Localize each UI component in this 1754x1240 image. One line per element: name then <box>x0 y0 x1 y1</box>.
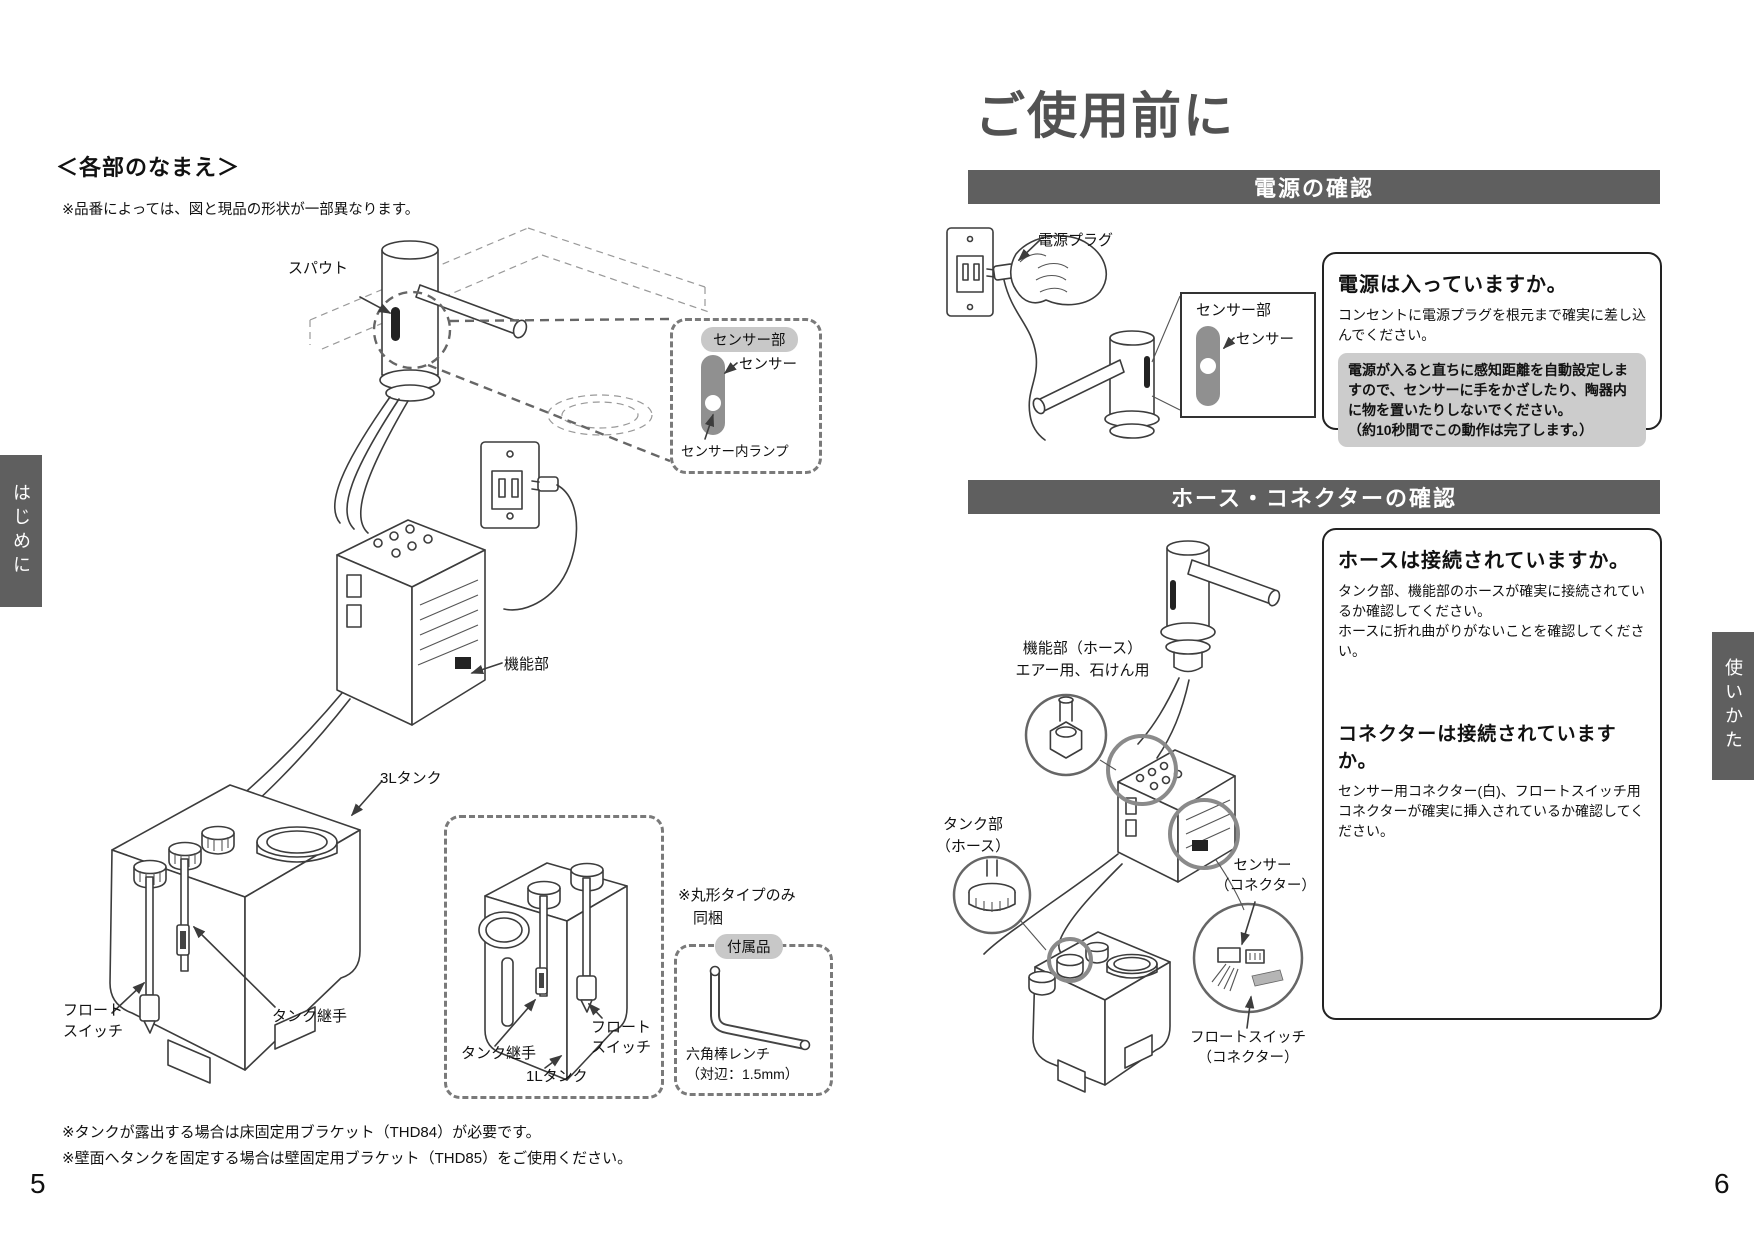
tank-1l-joint-label: タンク継手 <box>461 1045 537 1062</box>
connector-check-body: センサー用コネクター(白)、フロートスイッチ用コネクターが確実に挿入されているか… <box>1338 783 1645 839</box>
power-sensor-arrow <box>1222 336 1236 350</box>
connector-check-heading: コネクターは接続されていますか。 <box>1338 724 1617 772</box>
left-page-title: ＜各部のなまえ＞ <box>56 155 241 180</box>
function-unit-label: 機能部 <box>504 656 550 673</box>
sensor-lamp-dot <box>705 395 721 411</box>
tank-1l-float-label: フロート スイッチ <box>591 1019 652 1056</box>
power-check-box: 電源は入っていますか。 コンセントに電源プラグを根元まで確実に差し込んでください… <box>1322 252 1662 447</box>
power-plug-label: 電源プラグ <box>1038 232 1114 249</box>
tank-3l-label: 3Lタンク <box>380 770 442 787</box>
sensor-detail-arrows <box>704 362 738 440</box>
hose-check-body: タンク部、機能部のホースが確実に接続されているか確認してください。 ホースに折れ… <box>1338 583 1645 659</box>
page-number-left: 5 <box>30 1168 46 1199</box>
tank-1l-illustration <box>478 862 628 1081</box>
power-check-body: コンセントに電源プラグを根元まで確実に差し込んでください。 <box>1338 307 1646 343</box>
footnote-bracket-wall: ※壁面へタンクを固定する場合は壁固定用ブラケット（THD85）をご使用ください。 <box>62 1150 633 1167</box>
tank-1l-name-label: 1Lタンク <box>526 1068 588 1085</box>
hose-connector-illustration <box>952 540 1304 1093</box>
section-bar-hose: ホース・コネクターの確認 <box>968 480 1660 514</box>
sidebar-tab-label-right: 使いかた <box>1723 658 1743 754</box>
page-number-right: 6 <box>1714 1168 1730 1199</box>
hose-check-box: ホースは接続されていますか。 タンク部、機能部のホースが確実に接続されているか確… <box>1322 528 1662 1020</box>
left-page-footnotes: ※タンクが露出する場合は床固定用ブラケット（THD84）が必要です。 ※壁面へタ… <box>62 1120 632 1172</box>
power-sensor-area-label: センサー部 <box>1196 302 1272 319</box>
round-type-note: ※丸形タイプのみ 同梱 <box>678 887 796 927</box>
power-check-illustration <box>946 227 1181 441</box>
hex-wrench-illustration <box>709 965 811 1051</box>
power-sensor-callout: センサー部 センサー <box>1180 292 1316 418</box>
sidebar-tab-tsukaikata: 使いかた <box>1712 632 1754 780</box>
accessory-pill: 付属品 <box>715 934 783 959</box>
sensor-detail-box: センサー部 センサー センサー内ランプ <box>670 318 822 474</box>
hex-wrench-label: 六角棒レンチ （対辺：1.5mm） <box>686 1046 799 1082</box>
sidebar-tab-hajimeni: はじめに <box>0 455 42 607</box>
sidebar-tab-label: はじめに <box>11 483 31 579</box>
sensor-connector-label: センサー （コネクター） <box>1215 858 1316 894</box>
left-page-note: ※品番によっては、図と現品の形状が一部異なります。 <box>62 202 420 218</box>
tank-1l-box: タンク継手 フロート スイッチ 1Lタンク <box>444 815 664 1099</box>
hose-box-spacer <box>1338 661 1646 717</box>
right-page-title: ご使用前に <box>975 88 1235 144</box>
hose-check-heading: ホースは接続されていますか。 <box>1338 550 1630 572</box>
accessory-box: 付属品 六角棒レンチ （対辺：1.5mm） <box>674 934 833 1096</box>
power-sensor-lamp-dot <box>1200 358 1216 374</box>
spout-label: スパウト <box>288 260 349 277</box>
sensor-area-pill: センサー部 <box>701 327 798 352</box>
tank-hose-label: タンク部 （ホース） <box>935 816 1011 855</box>
float-connector-label: フロートスイッチ （コネクター） <box>1190 1030 1306 1066</box>
power-check-note: 電源が入ると直ちに感知距離を自動設定しますので、センサーに手をかざしたり、陶器内… <box>1338 353 1646 447</box>
sensor-lamp-label: センサー内ランプ <box>681 444 789 459</box>
power-sensor-label: センサー <box>1236 332 1294 348</box>
function-hose-label: 機能部（ホース） エアー用、石けん用 <box>1015 640 1150 679</box>
tank-joint-label: タンク継手 <box>272 1008 348 1025</box>
section-bar-power: 電源の確認 <box>968 170 1660 204</box>
footnote-bracket-floor: ※タンクが露出する場合は床固定用ブラケット（THD84）が必要です。 <box>62 1124 541 1141</box>
float-switch-label: フロート スイッチ <box>63 1002 124 1040</box>
power-check-heading: 電源は入っていますか。 <box>1338 274 1568 296</box>
parts-diagram-illustration <box>109 227 713 1084</box>
sensor-label: センサー <box>739 357 797 373</box>
